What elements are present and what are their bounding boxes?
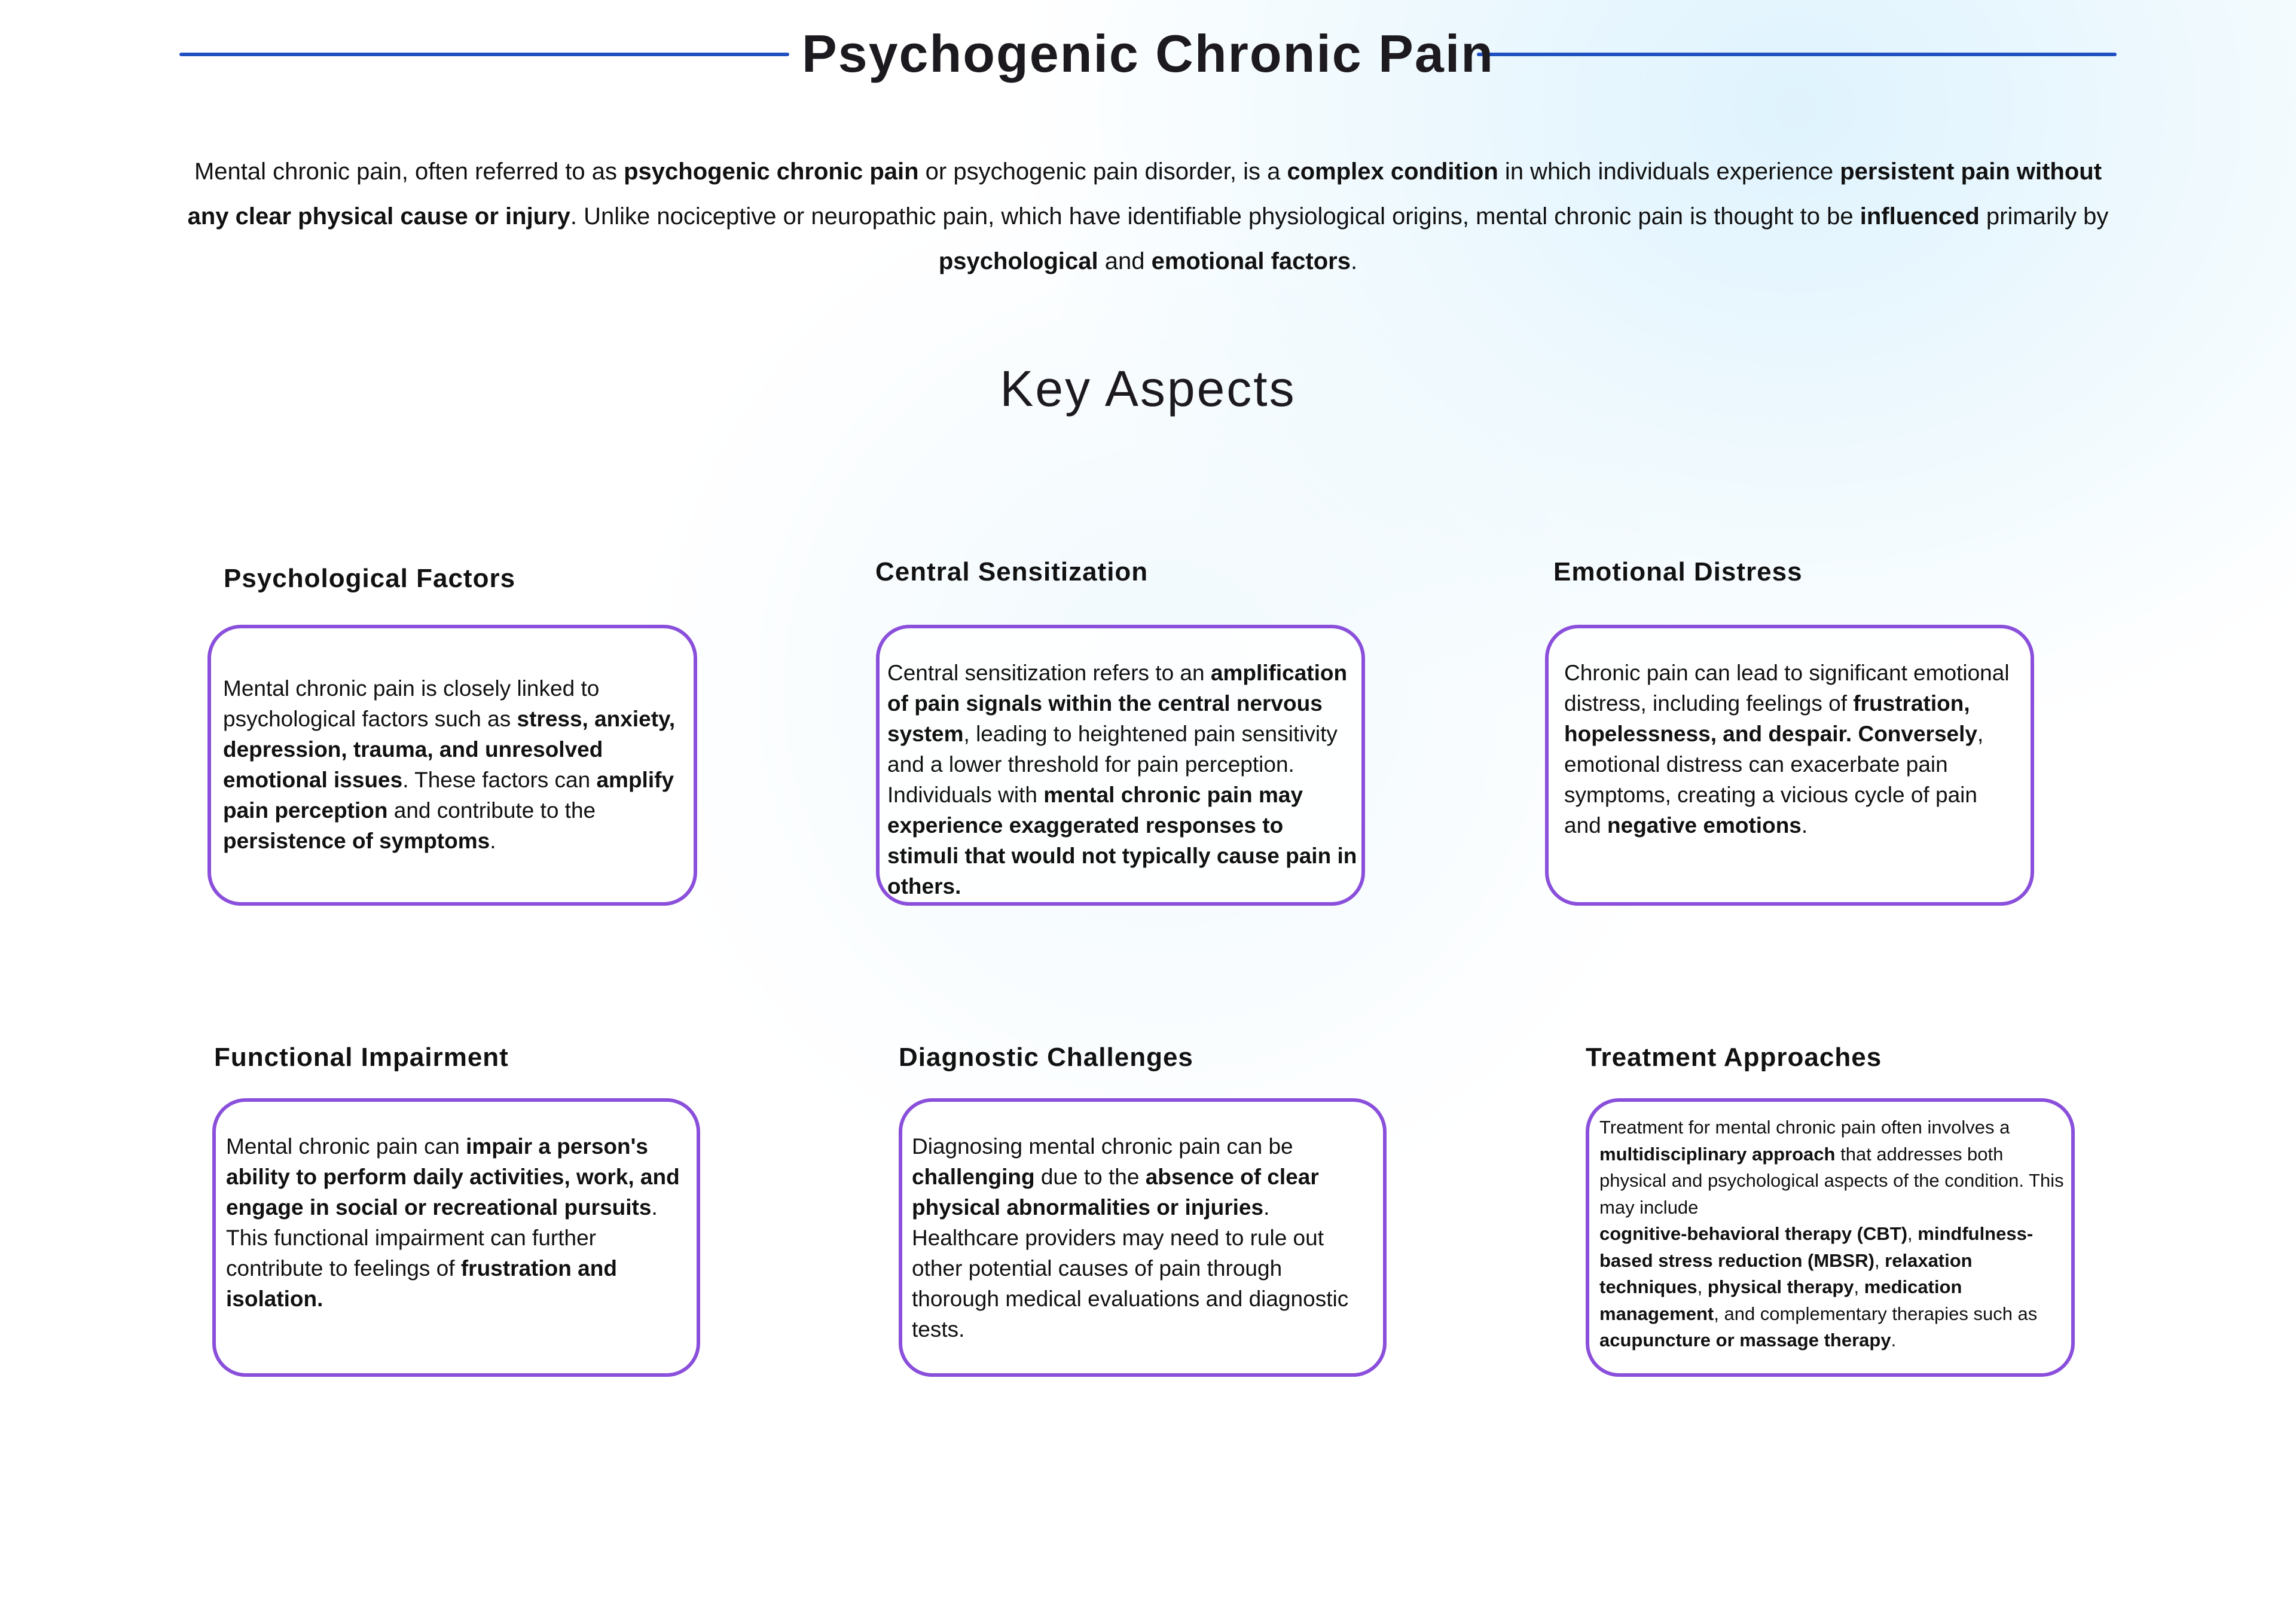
emphasis-text: persistent pain without any clear physic…: [187, 158, 2102, 230]
aspect-heading: Functional Impairment: [214, 1043, 509, 1072]
body-text: Central sensitization refers to an: [887, 661, 1211, 685]
body-text: Mental chronic pain can: [226, 1134, 466, 1159]
emphasis-text: persistence of symptoms: [223, 829, 490, 853]
emphasis-text: challenging: [912, 1165, 1035, 1189]
body-text: , and complementary therapies such as: [1714, 1303, 2038, 1324]
emphasis-text: mental chronic pain may experience exagg…: [887, 783, 1357, 899]
emphasis-text: relaxation techniques: [1599, 1249, 1973, 1298]
body-text: .: [1801, 813, 1808, 838]
body-text: .: [1891, 1330, 1897, 1350]
body-text: .: [490, 829, 496, 853]
emphasis-text: psychological: [938, 248, 1098, 274]
body-text: ,: [1854, 1276, 1864, 1297]
emphasis-text: cognitive-behavioral therapy (CBT): [1599, 1223, 1908, 1244]
body-text: Diagnosing mental chronic pain can be: [912, 1134, 1293, 1159]
aspect-text: Diagnosing mental chronic pain can be ch…: [912, 1131, 1354, 1345]
body-text: .: [1351, 248, 1358, 274]
emphasis-text: frustration, hopelessness, and despair. …: [1564, 691, 1977, 746]
emphasis-text: impair a person's ability to perform dai…: [226, 1134, 680, 1220]
aspect-heading: Emotional Distress: [1553, 557, 1803, 586]
body-text: , emotional distress can exacerbate pain…: [1564, 722, 1984, 838]
title-rule-right: [1477, 53, 2117, 56]
aspect-text: Mental chronic pain can impair a person'…: [226, 1131, 692, 1314]
title-rule-left: [179, 53, 789, 56]
aspect-heading: Psychological Factors: [224, 564, 516, 593]
emphasis-text: multidisciplinary approach: [1599, 1143, 1836, 1165]
emphasis-text: physical therapy: [1707, 1276, 1854, 1297]
body-text: in which individuals experience: [1498, 158, 1840, 185]
aspect-text: Treatment for mental chronic pain often …: [1599, 1114, 2072, 1354]
body-text: ,: [1874, 1249, 1885, 1271]
aspect-card: [207, 625, 697, 906]
aspect-card: [1586, 1098, 2075, 1377]
emphasis-text: stress, anxiety, depression, trauma, and…: [223, 707, 676, 792]
emphasis-text: negative emotions: [1607, 813, 1802, 838]
body-text: that addresses both physical and psychol…: [1599, 1143, 2064, 1218]
body-text: and contribute to the: [387, 798, 596, 823]
body-text: and: [1098, 248, 1152, 274]
key-aspects-heading: Key Aspects: [1000, 360, 1296, 417]
emphasis-text: amplification of pain signals within the…: [887, 661, 1348, 746]
body-text: Mental chronic pain is closely linked to…: [223, 676, 600, 731]
aspect-heading: Treatment Approaches: [1586, 1043, 1882, 1072]
body-text: . This functional impairment can further…: [226, 1195, 658, 1281]
aspect-card: [899, 1098, 1387, 1377]
body-text: Chronic pain can lead to significant emo…: [1564, 661, 2010, 716]
body-text: or psychogenic pain disorder, is a: [918, 158, 1287, 185]
aspect-card: [1545, 625, 2034, 906]
emphasis-text: mindfulness-based stress reduction (MBSR…: [1599, 1223, 2034, 1271]
emphasis-text: emotional factors: [1151, 248, 1351, 274]
aspect-text: Central sensitization refers to an ampli…: [887, 658, 1360, 902]
aspect-card: [212, 1098, 700, 1377]
emphasis-text: complex condition: [1287, 158, 1498, 185]
aspect-heading: Central Sensitization: [875, 557, 1149, 586]
body-text: . Unlike nociceptive or neuropathic pain…: [570, 203, 1860, 230]
emphasis-text: medication management: [1599, 1276, 1962, 1324]
body-text: primarily by: [1979, 203, 2109, 230]
aspect-text: Mental chronic pain is closely linked to…: [223, 673, 683, 856]
aspect-heading: Diagnostic Challenges: [899, 1043, 1193, 1072]
aspect-card: [876, 625, 1365, 906]
body-text: ,: [1697, 1276, 1708, 1297]
emphasis-text: influenced: [1860, 203, 1980, 230]
emphasis-text: psychogenic chronic pain: [624, 158, 919, 185]
emphasis-text: absence of clear physical abnormalities …: [912, 1165, 1319, 1220]
body-text: Treatment for mental chronic pain often …: [1599, 1117, 2010, 1138]
emphasis-text: acupuncture or massage therapy: [1599, 1330, 1891, 1350]
aspect-text: Chronic pain can lead to significant emo…: [1564, 658, 2019, 841]
body-text: . These factors can: [402, 768, 597, 792]
body-text: due to the: [1034, 1165, 1146, 1189]
intro-paragraph: Mental chronic pain, often referred to a…: [179, 149, 2117, 284]
body-text: . Healthcare providers may need to rule …: [912, 1195, 1349, 1342]
page-title: Psychogenic Chronic Pain: [801, 24, 1495, 83]
body-text: , leading to heightened pain sensitivity…: [887, 722, 1338, 807]
body-text: Mental chronic pain, often referred to a…: [194, 158, 624, 185]
emphasis-text: amplify pain perception: [223, 768, 674, 823]
body-text: ,: [1907, 1223, 1918, 1244]
emphasis-text: frustration and isolation.: [226, 1256, 617, 1311]
